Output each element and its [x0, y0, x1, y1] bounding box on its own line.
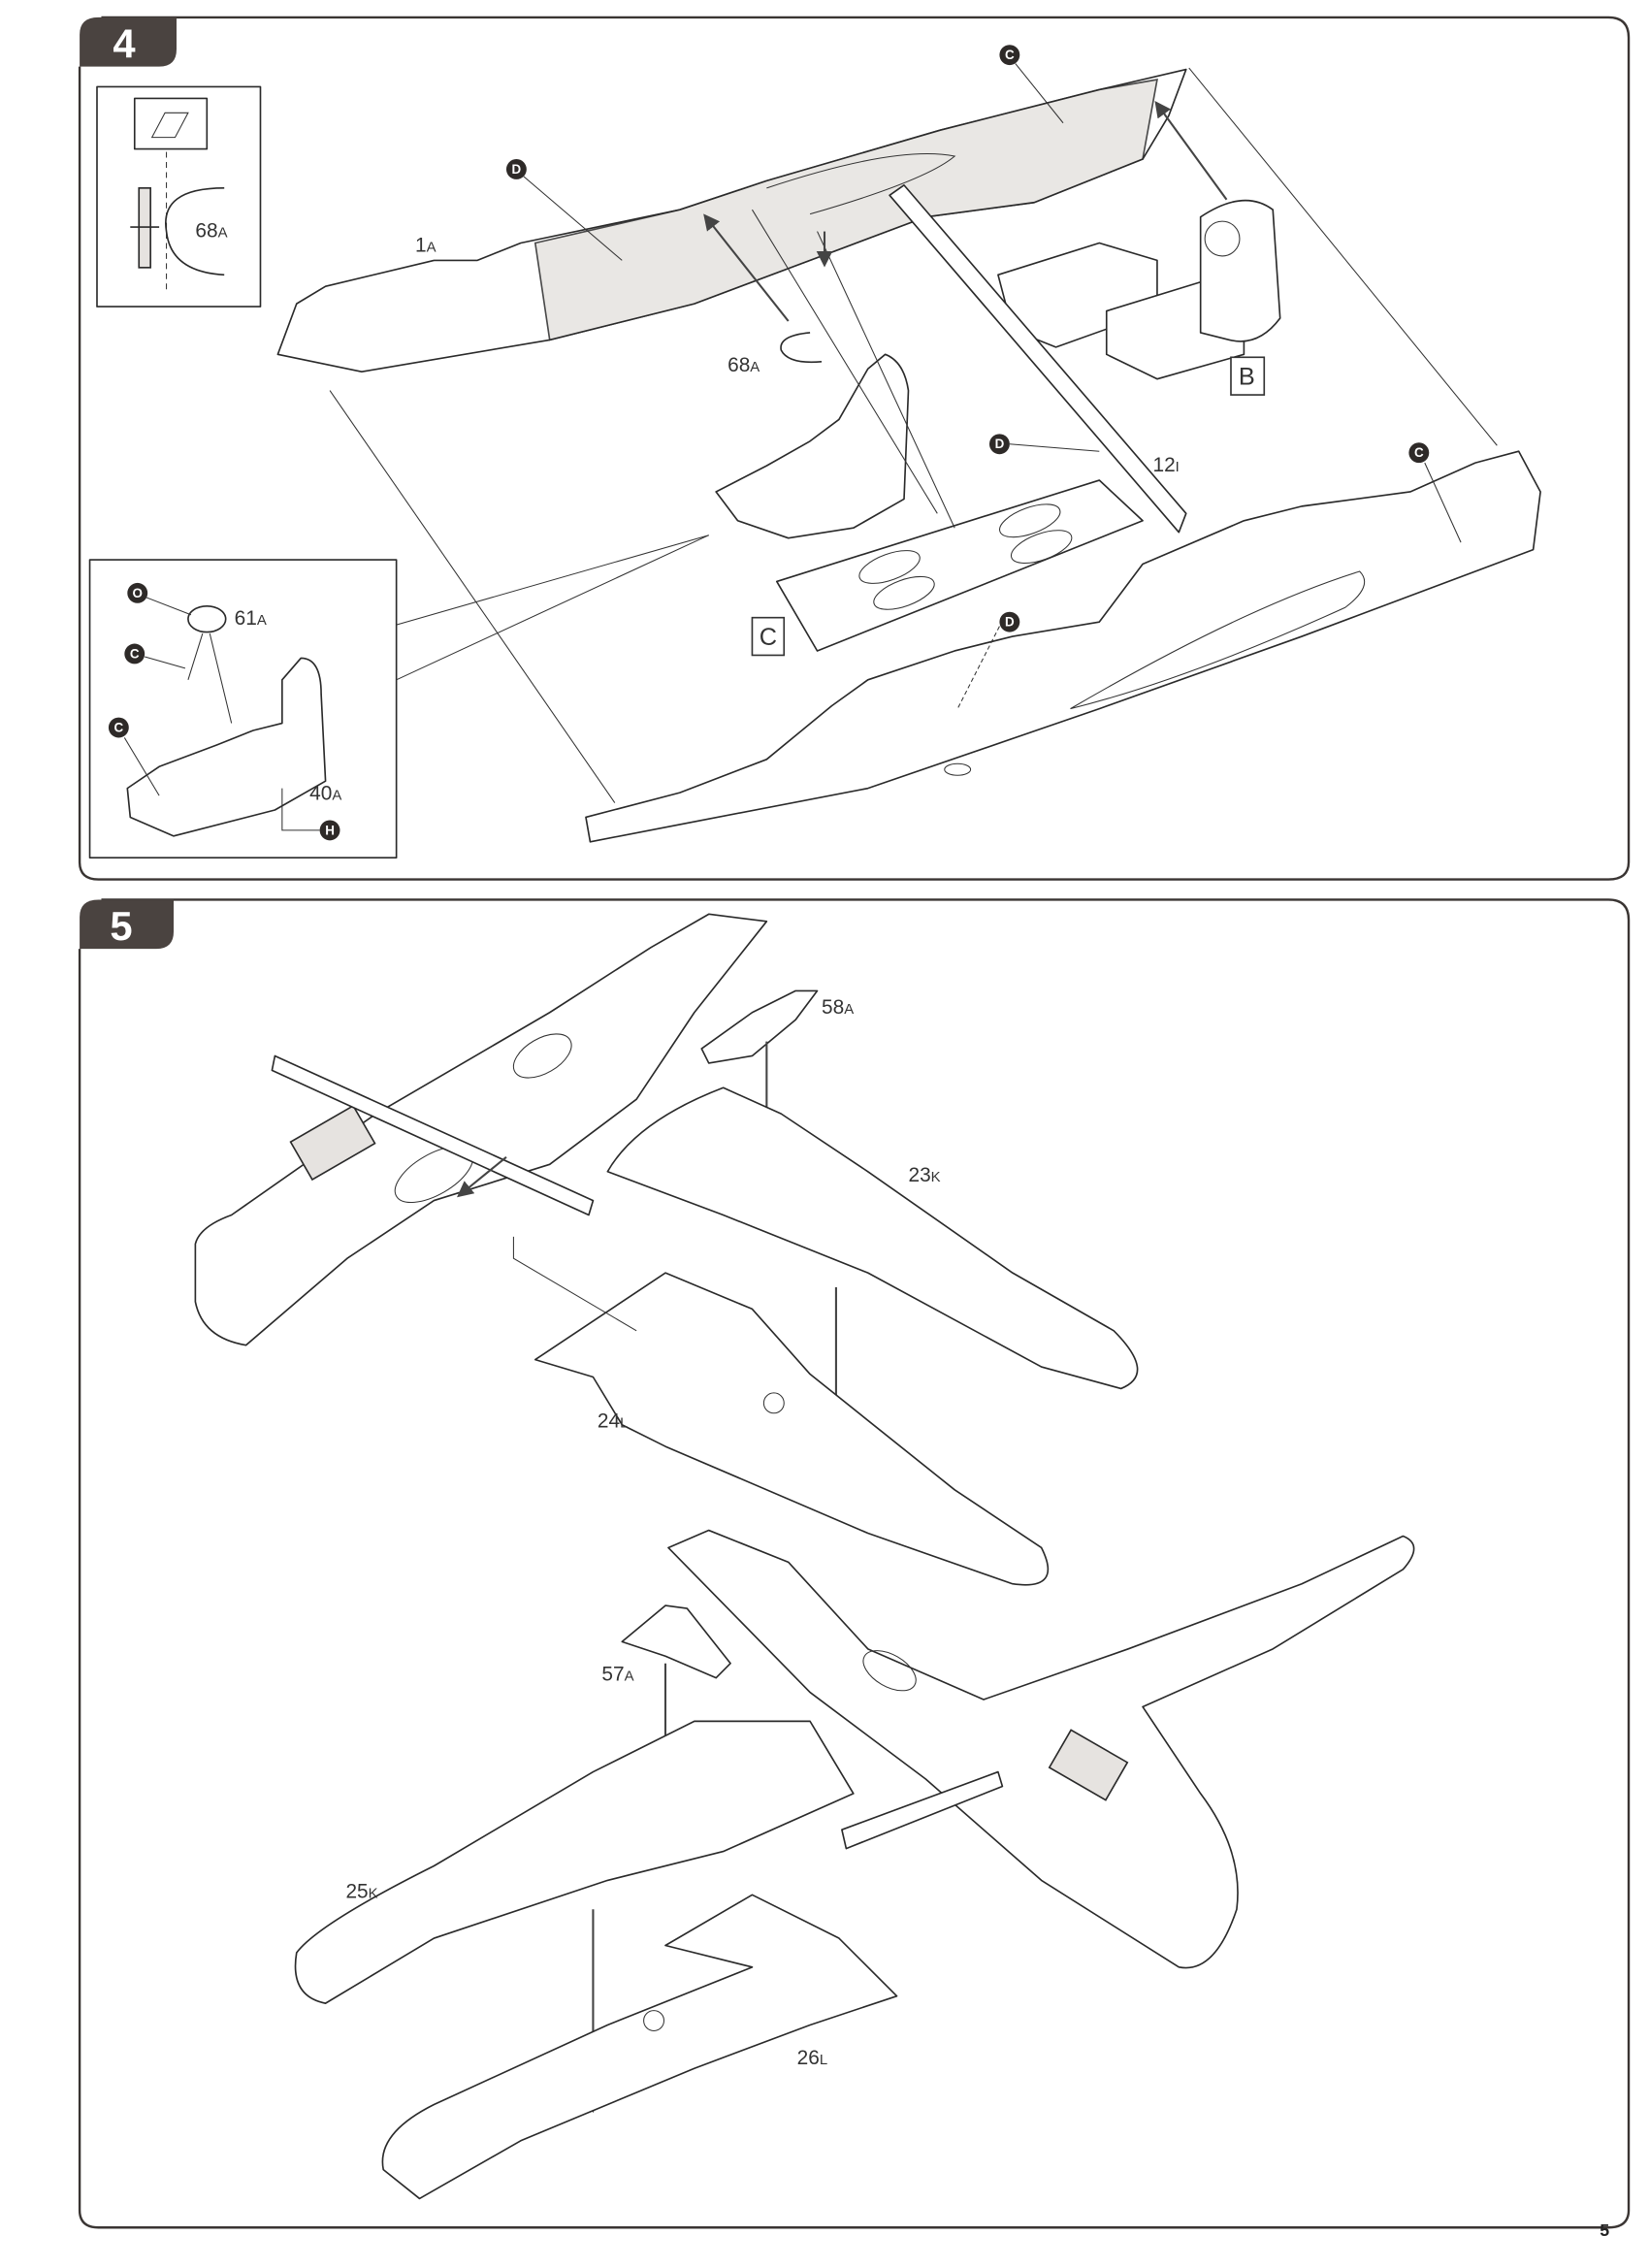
svg-text:26L: 26L	[797, 2047, 828, 2069]
svg-text:D: D	[1005, 615, 1015, 630]
paint-callout: C	[124, 643, 146, 664]
step-5-frame	[78, 898, 1631, 2229]
svg-text:C: C	[760, 624, 777, 651]
paint-callout: D	[999, 611, 1020, 632]
svg-text:23K: 23K	[908, 1164, 940, 1186]
svg-text:25K: 25K	[345, 1880, 377, 1902]
svg-text:61A: 61A	[235, 607, 267, 630]
subassembly-c-bomb-bay: C	[751, 479, 1144, 657]
paint-callout: C	[108, 717, 129, 738]
part-25	[294, 1720, 855, 2004]
paint-callout: C	[1408, 442, 1430, 464]
svg-text:C: C	[1005, 48, 1015, 62]
svg-text:68A: 68A	[728, 354, 760, 376]
paint-callout: H	[319, 820, 340, 841]
svg-text:1A: 1A	[415, 234, 436, 256]
subassembly-b-cockpit: B	[997, 100, 1281, 396]
svg-text:68A: 68A	[195, 220, 227, 243]
svg-text:B: B	[1239, 364, 1255, 391]
part-26	[381, 1894, 898, 2200]
svg-text:57A: 57A	[601, 1664, 633, 1686]
step-4-number: 4	[113, 21, 135, 67]
inset-seat-detail: 61A 40A	[88, 535, 709, 859]
fuselage-upper-view	[194, 913, 768, 1346]
svg-text:58A: 58A	[822, 996, 854, 1019]
inset-part-68: 68A	[96, 85, 262, 308]
part-24	[534, 1272, 1050, 1586]
page-number: 5	[1600, 2220, 1609, 2240]
svg-text:C: C	[1414, 445, 1424, 460]
paint-callout: D	[988, 434, 1010, 455]
step-5-panel: 5 58A 23K 24L 57A	[78, 898, 1631, 2229]
svg-text:H: H	[325, 823, 335, 837]
part-58	[700, 989, 819, 1064]
svg-text:D: D	[512, 162, 522, 177]
step-4-badge	[80, 16, 177, 67]
paint-callout: C	[999, 45, 1020, 66]
svg-text:40A: 40A	[309, 783, 341, 805]
svg-text:C: C	[114, 720, 124, 734]
svg-text:24L: 24L	[598, 1410, 629, 1433]
step-5-number: 5	[110, 903, 132, 949]
svg-text:D: D	[995, 437, 1005, 451]
guide-line	[329, 390, 616, 803]
fuselage-half-right	[585, 450, 1541, 843]
paint-callout: D	[505, 159, 527, 179]
part-12	[889, 184, 1187, 534]
svg-text:O: O	[133, 586, 143, 600]
fuselage-assembled-view	[667, 1529, 1415, 1969]
svg-text:12I: 12I	[1152, 454, 1179, 476]
step-5-badge	[80, 899, 175, 950]
part-68	[780, 332, 823, 364]
part-57	[621, 1604, 731, 1679]
fuselage-half-1A: 1A	[276, 68, 1187, 373]
step-4-frame	[78, 16, 1631, 881]
step-4-panel: 4 68A 1A 68A B	[78, 16, 1631, 881]
seat-assembly	[715, 353, 910, 539]
part-23	[606, 1086, 1139, 1390]
svg-text:C: C	[130, 646, 140, 661]
paint-callout: O	[127, 582, 148, 603]
